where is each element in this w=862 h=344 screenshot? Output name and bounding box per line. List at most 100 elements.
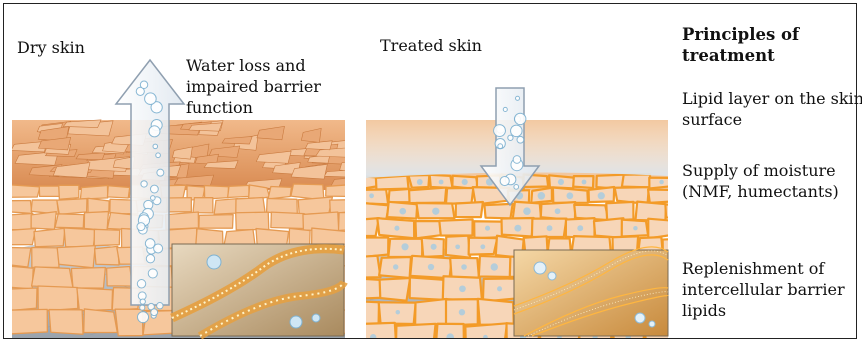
water-drop <box>566 192 573 199</box>
water-bubble <box>145 93 157 105</box>
skin-cell <box>456 202 483 217</box>
skin-cell <box>199 215 233 229</box>
water-drop <box>459 309 465 315</box>
water-drop <box>679 207 687 215</box>
skin-cell <box>32 248 59 268</box>
water-bubble <box>503 107 507 111</box>
skin-cell <box>484 204 512 219</box>
skin-cell <box>665 203 699 218</box>
water-bubble <box>149 126 160 137</box>
water-drop <box>394 226 399 231</box>
water-bubble <box>515 113 526 124</box>
skin-cell <box>446 188 473 204</box>
skin-cell <box>338 212 365 230</box>
skin-cell <box>59 185 79 199</box>
water-drop <box>459 285 466 292</box>
skin-cell <box>594 218 624 238</box>
skin-cell <box>84 212 108 231</box>
skin-cell <box>228 185 249 197</box>
heading-line: Principles of <box>682 24 799 45</box>
water-drop <box>428 264 434 270</box>
skin-cell <box>350 218 379 236</box>
skin-cell <box>478 299 514 325</box>
principle-moisture-supply: Supply of moisture (NMF, humectants) <box>682 160 839 202</box>
water-bubble <box>150 185 158 193</box>
skin-cell <box>165 212 198 229</box>
skin-cell <box>2 247 31 267</box>
water-drop <box>485 226 490 231</box>
water-bubble <box>494 125 506 137</box>
water-drop <box>369 193 374 198</box>
water-bubble <box>137 280 145 288</box>
water-drop <box>461 264 467 270</box>
skin-cell <box>622 174 650 187</box>
principles-heading: Principles of treatment <box>682 24 799 66</box>
water-bubble <box>500 176 509 185</box>
principle-line: (NMF, humectants) <box>682 181 839 202</box>
water-drop <box>439 180 444 185</box>
skin-cell <box>409 188 446 204</box>
water-drop <box>577 225 583 231</box>
skin-cell <box>376 176 409 190</box>
skin-cell <box>9 309 48 333</box>
skin-cell <box>8 213 33 229</box>
skin-cell <box>648 190 680 203</box>
skin-cell <box>64 228 95 247</box>
skin-cell <box>355 176 376 190</box>
skin-cell <box>0 229 36 245</box>
water-drop <box>462 179 468 185</box>
skin-cell <box>167 198 192 212</box>
skin-cell <box>193 198 213 213</box>
skin-cell <box>415 299 447 325</box>
water-drop <box>396 310 400 314</box>
annotation-line: function <box>186 97 321 118</box>
water-drop <box>497 286 502 291</box>
skin-cell <box>350 323 396 344</box>
skin-cell <box>39 186 61 196</box>
skin-cell <box>0 201 32 214</box>
water-drop <box>538 192 546 200</box>
skin-cell <box>57 246 95 268</box>
skin-cell <box>388 189 411 202</box>
dry-lipid-inset <box>172 244 344 336</box>
water-drop <box>523 207 531 215</box>
principle-line: Supply of moisture <box>682 160 839 181</box>
water-bubble <box>511 125 523 137</box>
skin-cell <box>303 212 339 231</box>
water-bubble <box>153 144 158 149</box>
skin-cell <box>350 301 379 326</box>
water-drop <box>558 179 564 185</box>
water-drop <box>370 334 376 340</box>
skin-cell <box>34 228 65 247</box>
water-drop <box>633 226 637 230</box>
skin-cell <box>55 214 84 228</box>
water-drop <box>582 180 587 185</box>
water-drop <box>555 208 561 214</box>
water-bubble <box>151 309 158 316</box>
water-bubble <box>151 196 156 201</box>
water-drop <box>446 333 454 341</box>
skin-cell <box>410 277 444 299</box>
water-drop <box>480 244 485 249</box>
skin-cell <box>107 267 133 287</box>
water-bubble <box>137 223 145 231</box>
water-bubble <box>514 185 519 190</box>
skin-cell <box>361 238 389 258</box>
water-drop <box>393 264 398 269</box>
skin-cell <box>71 268 105 289</box>
water-drop <box>514 225 521 232</box>
skin-cell <box>8 288 37 311</box>
skin-cell <box>84 309 118 333</box>
water-bubble <box>515 96 519 100</box>
principle-line: lipids <box>682 300 845 321</box>
water-bubble <box>157 169 164 176</box>
principle-line: surface <box>682 109 862 130</box>
skin-cell <box>298 197 332 215</box>
water-bubble <box>141 181 147 187</box>
water-drop <box>431 244 437 250</box>
skin-cell <box>236 212 269 230</box>
skin-cell <box>214 199 238 215</box>
water-drop <box>401 243 408 250</box>
skin-cell <box>32 267 73 288</box>
water-bubble <box>140 305 145 310</box>
